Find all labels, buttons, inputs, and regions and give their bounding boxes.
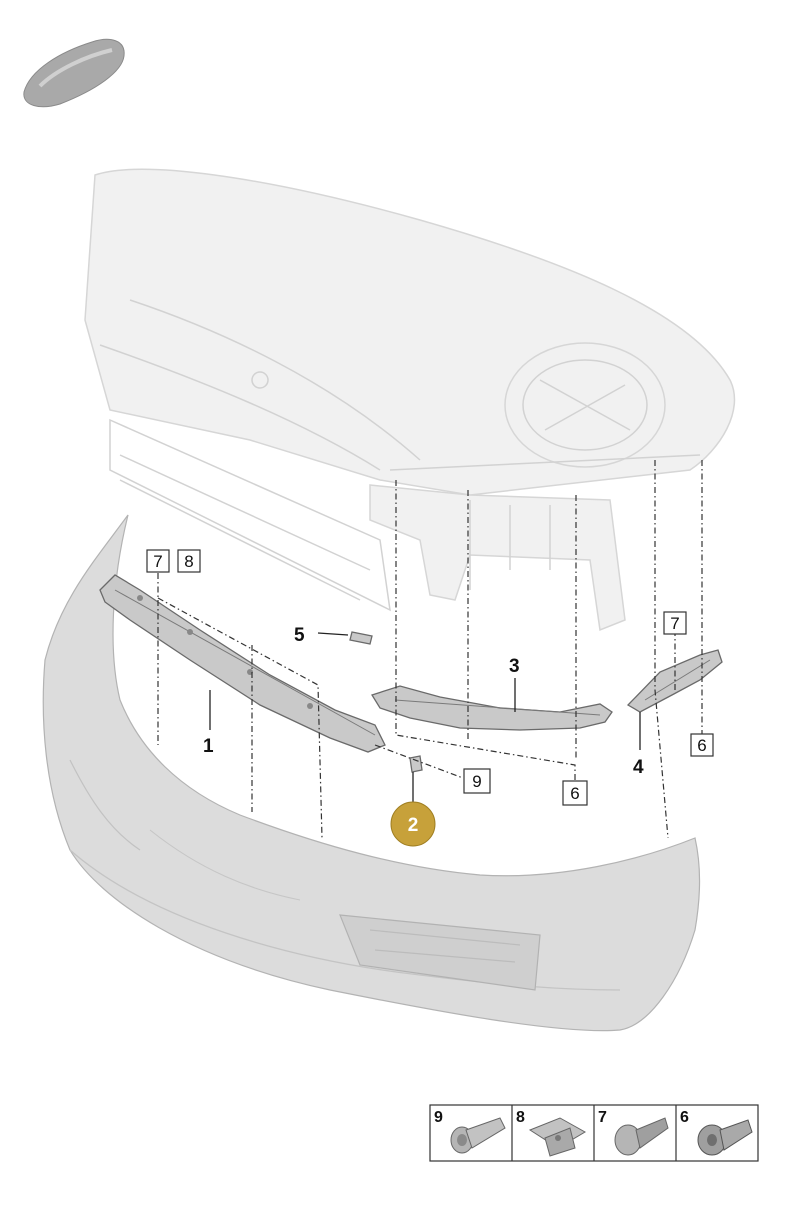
callout-1: 1 [203, 736, 214, 757]
legend-item-8: 8 [516, 1109, 587, 1157]
spring-nut-clip-icon [528, 1117, 587, 1157]
legend-item-7: 7 [598, 1109, 669, 1156]
svg-text:6: 6 [697, 736, 706, 755]
fastener-dash-lines [157, 460, 703, 839]
callout-2-highlight: 2 [390, 801, 436, 847]
callout-3: 3 [509, 656, 520, 677]
svg-text:6: 6 [570, 784, 579, 803]
bumper-cover [42, 514, 701, 1032]
part-3-center-bracket [371, 685, 613, 731]
callout-5: 5 [294, 625, 305, 646]
fastener-legend: 9 8 7 6 [429, 1104, 759, 1162]
ref-box-left-8: 8 [177, 549, 201, 573]
callout-2: 2 [408, 815, 419, 836]
expanding-rivet-icon [614, 1117, 669, 1156]
leader-lines [209, 632, 641, 802]
part-2-mount [409, 755, 423, 773]
callout-4: 4 [633, 757, 644, 778]
ref-box-center-9: 9 [463, 768, 491, 794]
svg-text:9: 9 [472, 772, 481, 791]
svg-text:6: 6 [680, 1109, 689, 1126]
svg-text:7: 7 [670, 614, 679, 633]
svg-text:8: 8 [184, 552, 193, 571]
ghost-car-body [84, 168, 736, 632]
ref-box-left-7: 7 [146, 549, 170, 573]
part-5-clip [349, 631, 373, 645]
svg-text:9: 9 [434, 1109, 443, 1126]
bolt-with-washer-icon [450, 1117, 506, 1154]
part-1-support-rail [99, 574, 386, 753]
legend-item-6: 6 [680, 1109, 753, 1156]
ref-box-right-7: 7 [663, 611, 687, 635]
svg-text:8: 8 [516, 1109, 525, 1126]
car-model-icon [23, 38, 125, 108]
round-head-screw-icon [697, 1119, 753, 1156]
svg-text:7: 7 [598, 1109, 607, 1126]
ref-box-right-6: 6 [690, 733, 714, 757]
svg-text:7: 7 [153, 552, 162, 571]
ref-box-center-6: 6 [562, 780, 588, 806]
legend-item-9: 9 [434, 1109, 506, 1154]
